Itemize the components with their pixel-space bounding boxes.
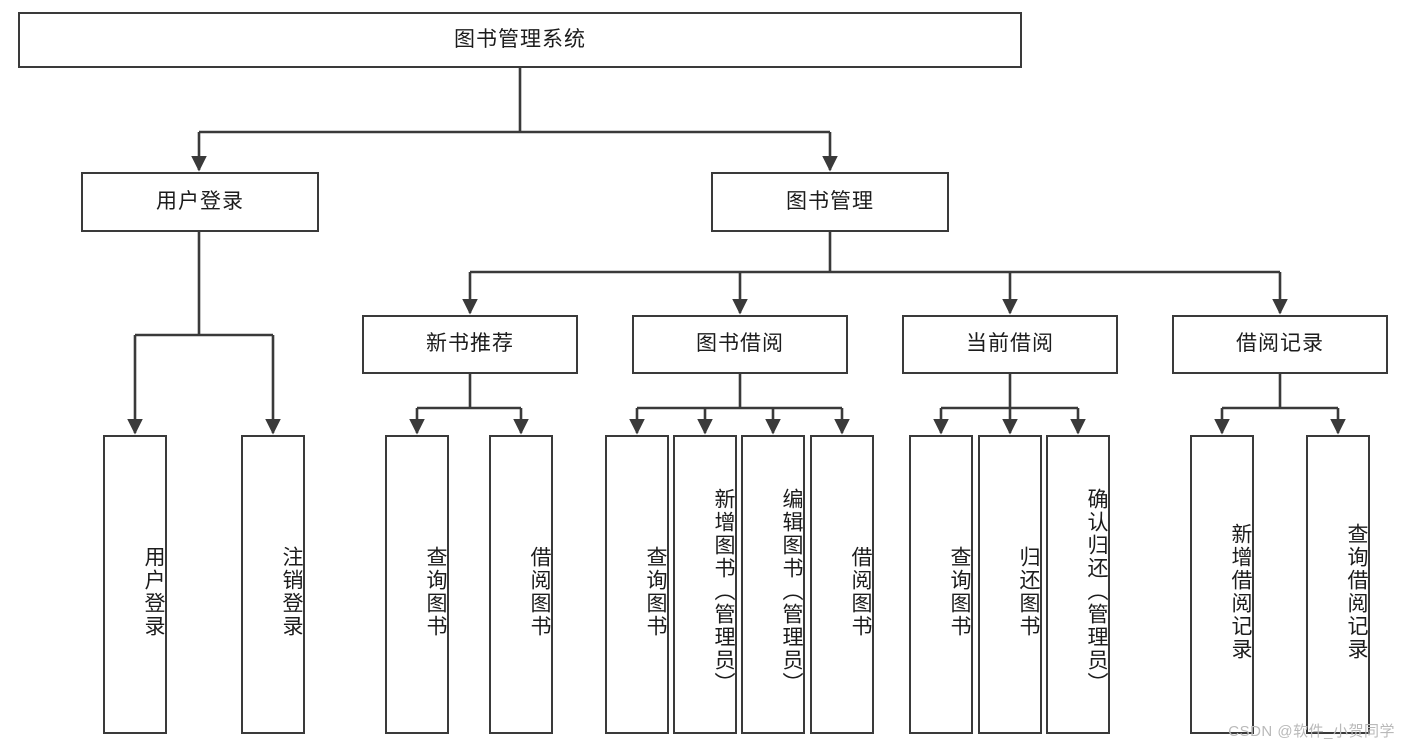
- node-label: 用户登录: [156, 189, 244, 213]
- node-leaf-logout-login[interactable]: 注销登录: [241, 435, 305, 734]
- node-label: 查询借阅记录: [1345, 522, 1368, 661]
- node-root-book-management-system[interactable]: 图书管理系统: [18, 12, 1022, 68]
- node-leaf-confirm-return[interactable]: 确认归还（管理员）: [1046, 435, 1110, 734]
- node-label: 借阅图书: [528, 545, 551, 638]
- node-label: 编辑图书（管理员）: [780, 488, 803, 695]
- node-leaf-query-record[interactable]: 查询借阅记录: [1306, 435, 1370, 734]
- node-leaf-add-record[interactable]: 新增借阅记录: [1190, 435, 1254, 734]
- node-label: 查询图书: [644, 545, 667, 638]
- node-label: 借阅记录: [1236, 332, 1324, 356]
- node-label: 图书借阅: [696, 332, 784, 356]
- node-leaf-borrow-book-2[interactable]: 借阅图书: [810, 435, 874, 734]
- node-leaf-borrow-book-1[interactable]: 借阅图书: [489, 435, 553, 734]
- node-label: 新增图书（管理员）: [712, 488, 735, 695]
- node-user-login[interactable]: 用户登录: [81, 172, 319, 232]
- node-label: 归还图书: [1017, 545, 1040, 638]
- node-label: 新增借阅记录: [1229, 522, 1252, 661]
- node-label: 注销登录: [280, 545, 303, 638]
- node-current-borrow[interactable]: 当前借阅: [902, 315, 1118, 374]
- node-borrow-record[interactable]: 借阅记录: [1172, 315, 1388, 374]
- node-leaf-query-book-3[interactable]: 查询图书: [909, 435, 973, 734]
- node-leaf-return-book[interactable]: 归还图书: [978, 435, 1042, 734]
- csdn-watermark: CSDN @软件_小贺同学: [1228, 723, 1395, 740]
- node-label: 图书管理系统: [454, 27, 586, 51]
- node-leaf-add-book[interactable]: 新增图书（管理员）: [673, 435, 737, 734]
- node-label: 当前借阅: [966, 332, 1054, 356]
- node-label: 新书推荐: [426, 332, 514, 356]
- node-new-book-recommend[interactable]: 新书推荐: [362, 315, 578, 374]
- node-book-management[interactable]: 图书管理: [711, 172, 949, 232]
- node-leaf-query-book-2[interactable]: 查询图书: [605, 435, 669, 734]
- node-book-borrow[interactable]: 图书借阅: [632, 315, 848, 374]
- node-label: 查询图书: [948, 545, 971, 638]
- node-label: 确认归还（管理员）: [1085, 488, 1108, 695]
- node-leaf-edit-book[interactable]: 编辑图书（管理员）: [741, 435, 805, 734]
- node-label: 用户登录: [142, 545, 165, 638]
- node-label: 借阅图书: [849, 545, 872, 638]
- node-label: 图书管理: [786, 189, 874, 213]
- node-leaf-query-book-1[interactable]: 查询图书: [385, 435, 449, 734]
- node-label: 查询图书: [424, 545, 447, 638]
- node-leaf-user-login[interactable]: 用户登录: [103, 435, 167, 734]
